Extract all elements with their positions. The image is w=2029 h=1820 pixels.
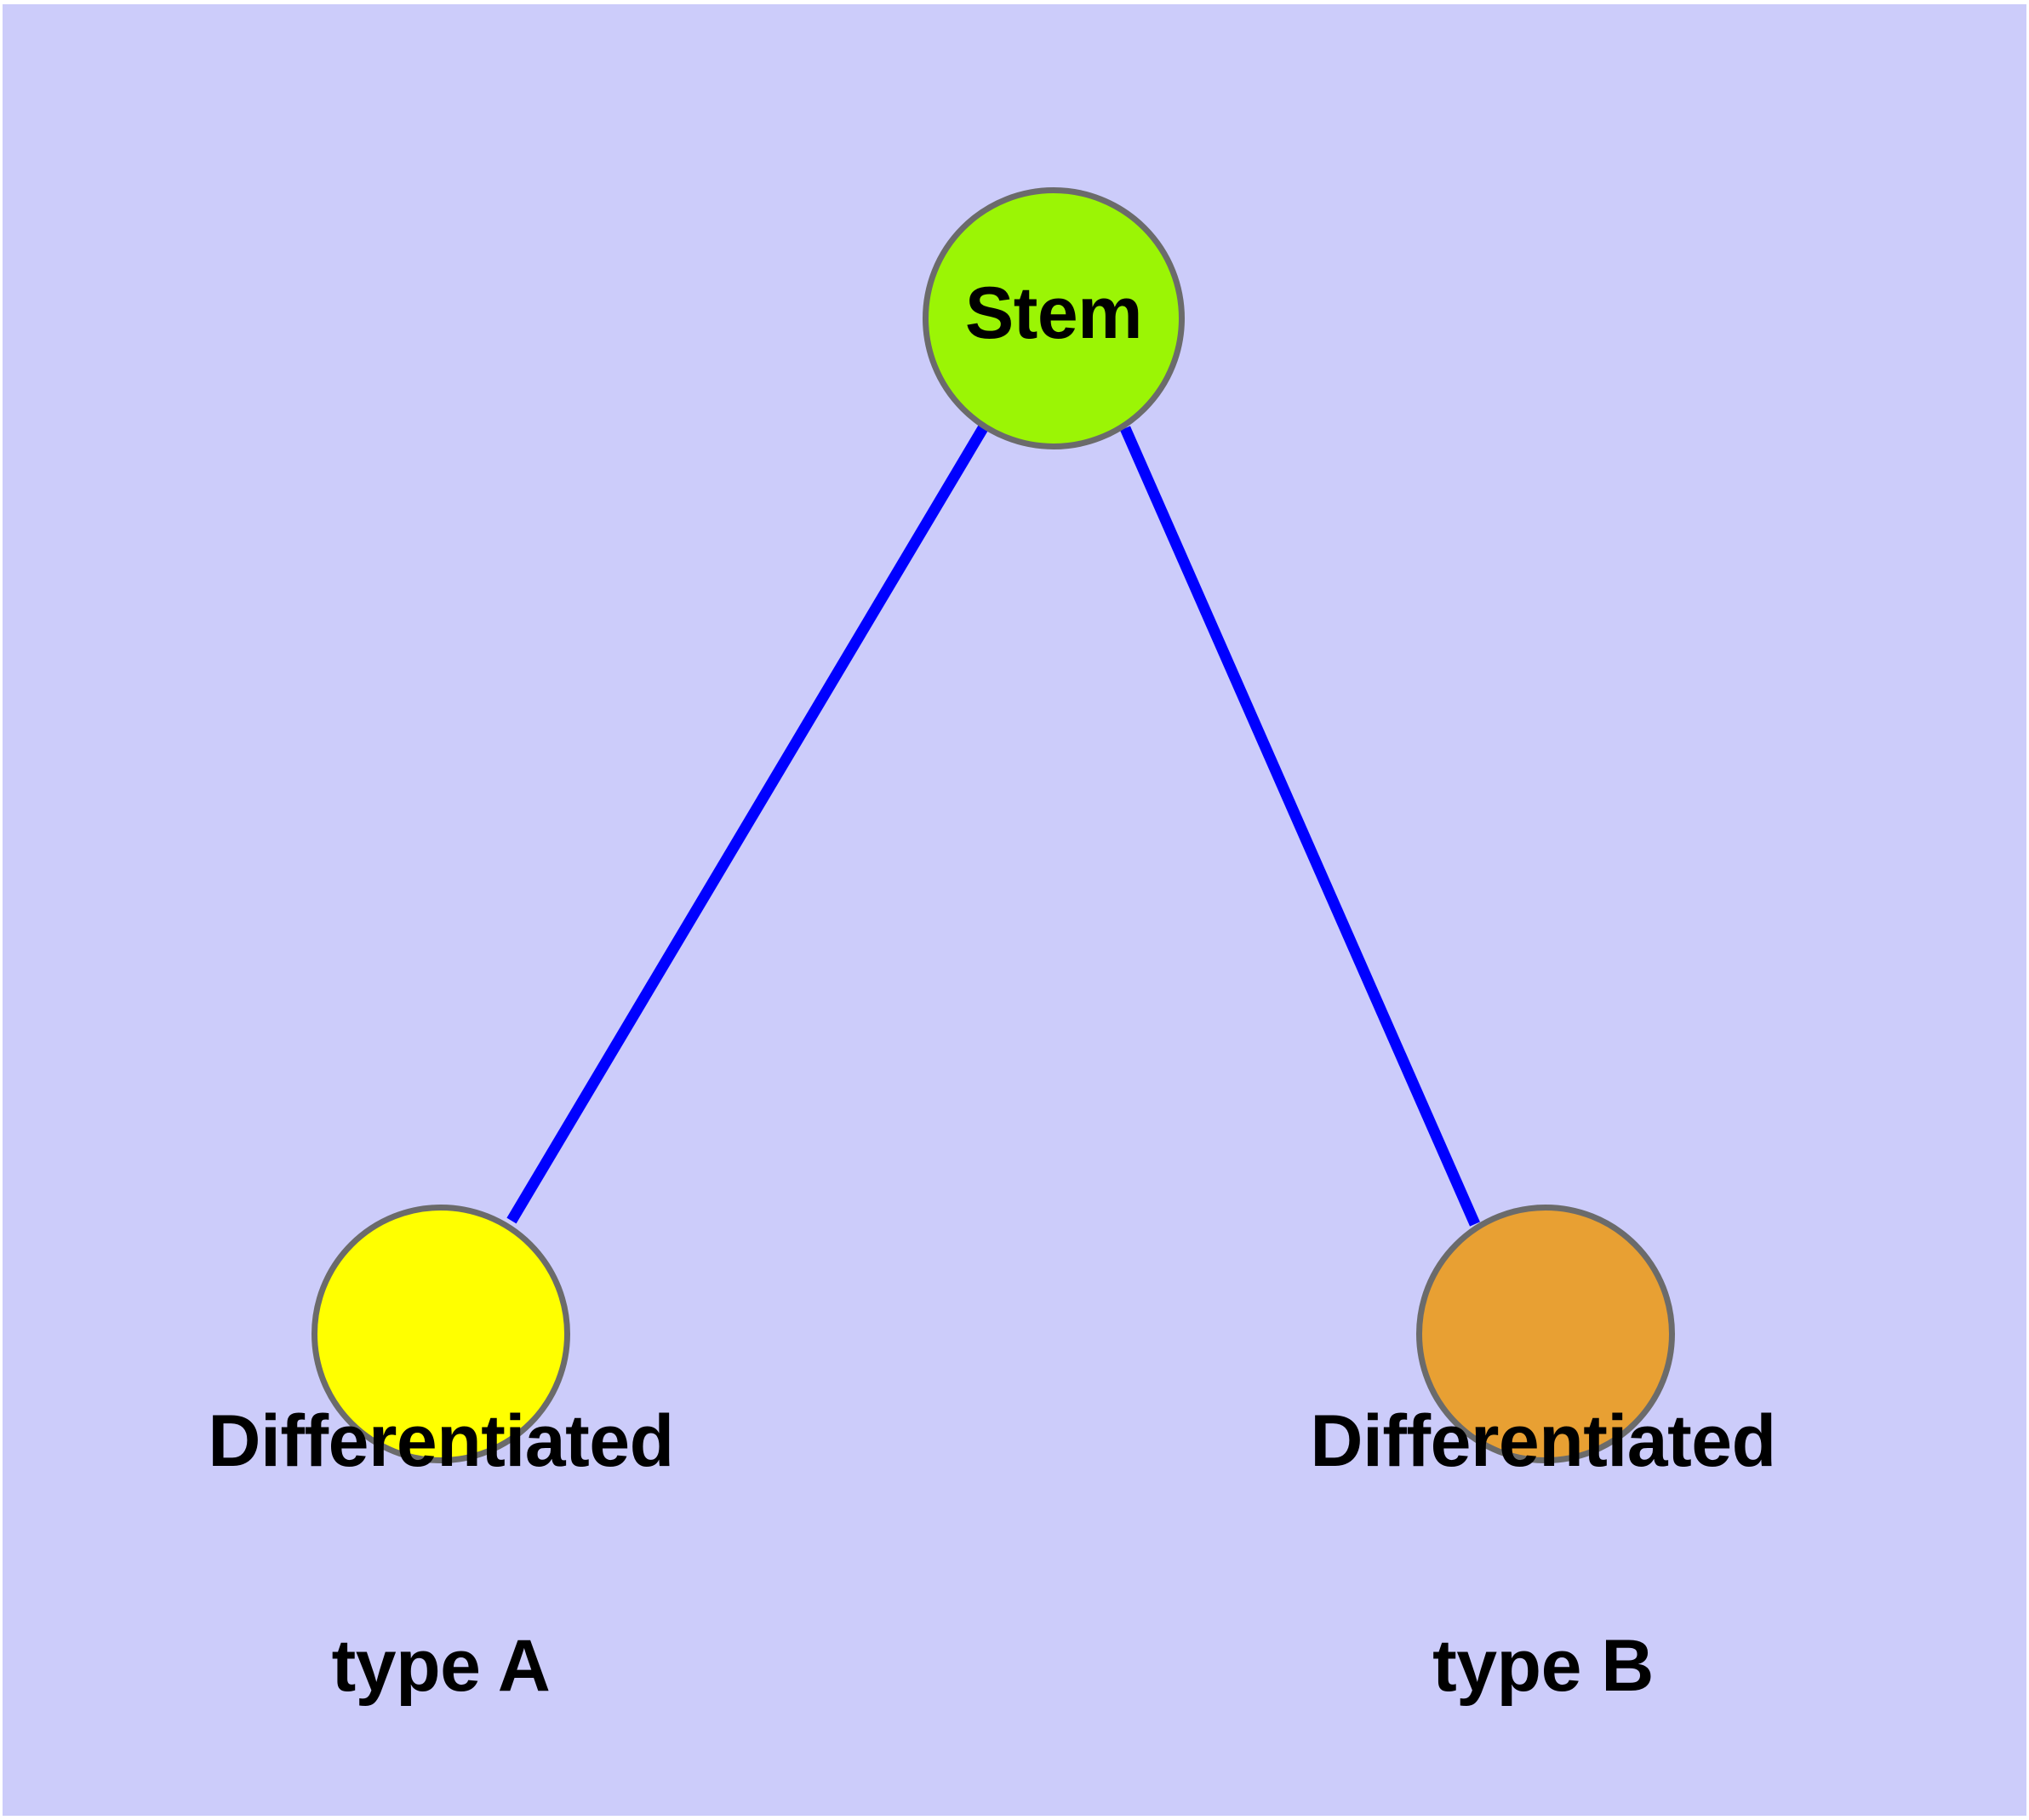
node-stem[interactable] <box>923 187 1185 449</box>
node-differentiated-type-b[interactable] <box>1416 1205 1675 1463</box>
edge-stem-to-diff-b <box>1120 426 1480 1227</box>
node-differentiated-type-a[interactable] <box>311 1205 570 1463</box>
diagram-plot-area: Stem Differentiated type A Differentiate… <box>3 4 2026 1816</box>
node-label-line-2: type A <box>331 1624 551 1707</box>
edge-stem-to-diff-a <box>506 425 988 1224</box>
node-label-line-2: type B <box>1432 1624 1654 1707</box>
